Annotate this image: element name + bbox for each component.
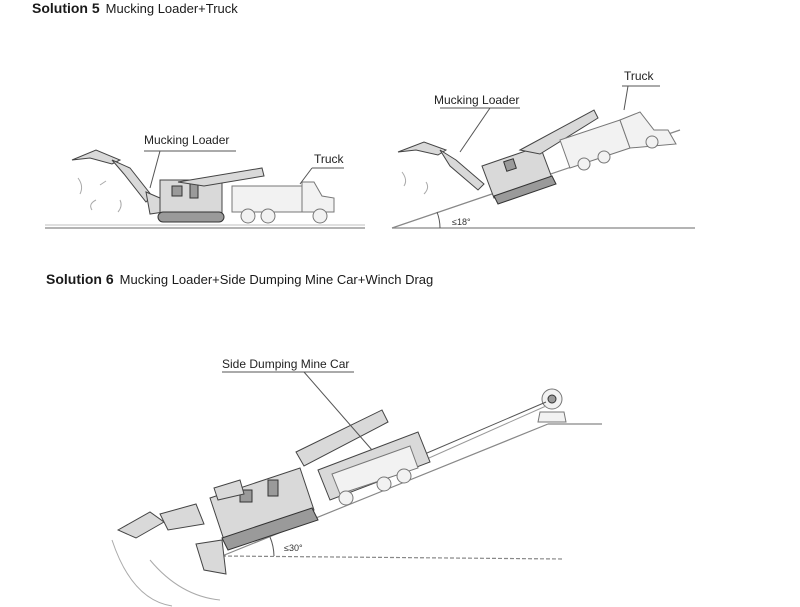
mine-car-wheel	[338, 490, 354, 506]
loader-arm	[439, 149, 485, 191]
loader-detail	[189, 183, 199, 199]
loader-detail	[503, 158, 517, 172]
mine-car-panel	[331, 445, 419, 495]
loader-bucket	[397, 141, 448, 156]
debris-spray	[423, 181, 429, 195]
base-line	[221, 555, 565, 560]
truck-bed	[231, 185, 303, 213]
winch-base	[537, 411, 567, 423]
swing-arc	[149, 559, 221, 601]
truck-leader-line	[623, 85, 629, 111]
truck-wheel	[240, 208, 256, 224]
winch-rope	[419, 405, 547, 463]
winch-rope	[419, 401, 547, 457]
side-dumping-mine-car	[317, 431, 431, 506]
mucking-loader-flat	[71, 149, 265, 223]
incline-angle-label: ≤18°	[452, 217, 471, 227]
truck-leader-line	[299, 167, 313, 185]
solution-6-description: Mucking Loader+Side Dumping Mine Car+Win…	[119, 272, 434, 287]
mucking-loader-slope	[116, 409, 389, 575]
car-leader-line	[303, 371, 373, 451]
truck-wheel	[260, 208, 276, 224]
loader-cabin	[213, 479, 245, 501]
swing-arc	[111, 539, 173, 607]
side-dumping-mine-car-label: Side Dumping Mine Car	[222, 357, 349, 371]
truck-wheel	[312, 208, 328, 224]
solution-5-description: Mucking Loader+Truck	[105, 1, 238, 16]
solution-5-number: Solution 5	[32, 0, 100, 16]
loader-conveyor	[295, 409, 389, 467]
solution-5-heading: Solution 5 Mucking Loader+Truck	[32, 0, 238, 16]
solution-6-diagram: ≤30°	[111, 357, 602, 607]
loader-arm	[159, 503, 205, 531]
truck-wheel	[577, 157, 591, 171]
debris-spray	[117, 199, 122, 213]
loader-detail	[267, 479, 279, 497]
truck-wheel	[645, 135, 659, 149]
slope-angle-label: ≤30°	[284, 543, 303, 553]
loader-bucket	[116, 511, 165, 539]
loader-bucket	[71, 149, 122, 165]
loader-track	[157, 211, 225, 223]
truck-wheel	[597, 150, 611, 164]
mucking-loader-incline	[397, 109, 599, 205]
solution-6-heading: Solution 6 Mucking Loader+Side Dumping Mi…	[46, 271, 433, 287]
solution-5-incline-diagram: ≤18° Mucking Loader Truck	[391, 69, 695, 229]
solution-6-number: Solution 6	[46, 271, 114, 287]
loader-conveyor	[518, 109, 599, 155]
mucking-loader-label: Mucking Loader	[434, 93, 519, 107]
loader-blade	[195, 539, 227, 575]
truck-cab	[301, 181, 335, 213]
debris-spray	[401, 171, 407, 187]
loader-track	[221, 507, 319, 551]
truck-label: Truck	[624, 69, 655, 83]
loader-track	[493, 175, 557, 205]
debris-spray	[77, 177, 83, 195]
truck-label: Truck	[314, 152, 345, 166]
debris-spray	[90, 199, 97, 211]
loader-leader-line	[149, 150, 161, 189]
loader-leader-line	[459, 107, 491, 153]
angle-arc	[436, 211, 441, 229]
loader-body	[209, 467, 315, 541]
mine-car-wheel	[376, 476, 392, 492]
loader-detail	[171, 185, 183, 197]
mucking-loader-label: Mucking Loader	[144, 133, 229, 147]
loader-arm	[111, 159, 153, 203]
winch-hub	[547, 394, 557, 404]
winch	[537, 388, 567, 423]
truck-cab	[619, 111, 677, 149]
truck-flat	[231, 181, 335, 224]
loader-conveyor	[177, 167, 265, 187]
mine-car-wheel	[396, 468, 412, 484]
debris-spray	[99, 180, 107, 186]
truck-incline	[559, 111, 677, 171]
solution-5-flat-diagram: Mucking Loader Truck	[45, 133, 365, 229]
angle-arc	[269, 536, 275, 557]
